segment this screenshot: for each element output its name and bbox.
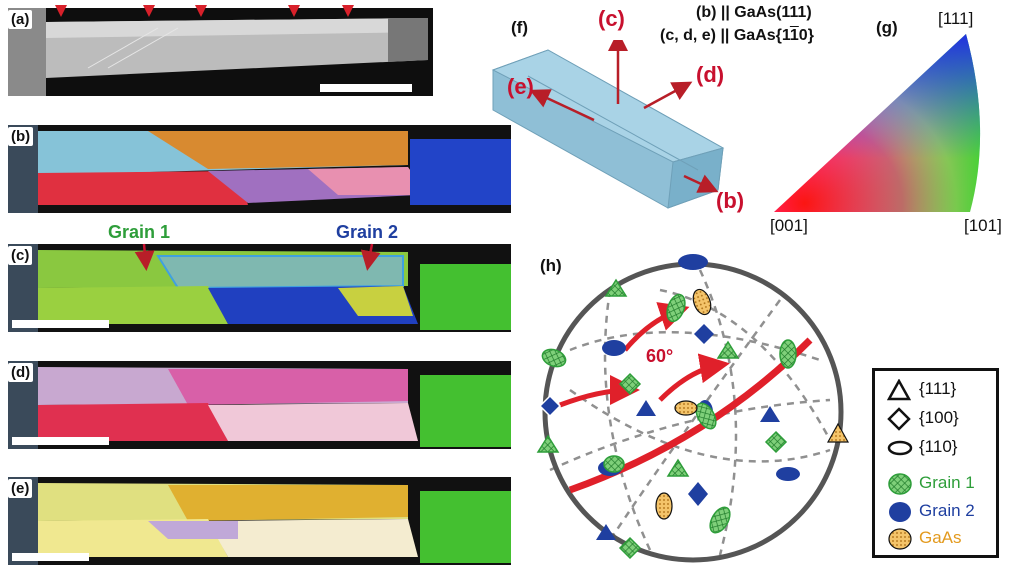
gaas-poles xyxy=(655,288,850,520)
panel-d-ebsd-map: (d) xyxy=(8,361,511,449)
legend-item-grain-1: Grain 1 xyxy=(875,471,995,495)
panel-a-markers xyxy=(55,5,354,17)
marker-icon xyxy=(143,5,155,17)
nanowire-3d-diagram xyxy=(491,40,725,209)
orange-dotted-circle-icon xyxy=(888,528,912,550)
panel-b-label: (b) xyxy=(8,127,34,146)
ipf-corner-101: [101] xyxy=(964,216,1002,235)
legend-item-111: {111} xyxy=(875,377,995,401)
scale-bar xyxy=(12,320,109,328)
blue-circle-icon xyxy=(889,502,911,522)
relation-line-1: (b) || GaAs(111) xyxy=(696,4,812,21)
grain-2-label: Grain 2 xyxy=(336,222,399,242)
panel-c-label: (c) xyxy=(8,246,33,265)
triangle-outline-icon xyxy=(887,379,911,401)
pole-figure-legend: {111} {100} {110} Grain 1 Grain 2 GaAs xyxy=(872,368,999,558)
panel-e-label: (e) xyxy=(8,479,33,498)
scale-bar xyxy=(12,437,109,445)
panel-f-label: (f) xyxy=(511,18,528,37)
axis-c-label: (c) xyxy=(598,6,625,31)
panel-b-ebsd-map: (b) xyxy=(8,125,511,213)
panel-g-label: (g) xyxy=(876,18,898,37)
ipf-corner-111: [111] xyxy=(938,9,974,28)
rotation-arrow xyxy=(658,353,730,402)
panel-h-label: (h) xyxy=(540,256,562,275)
scale-bar xyxy=(12,553,89,561)
axis-d-label: (d) xyxy=(696,62,725,87)
grain-arrows xyxy=(134,243,381,271)
panel-e-ebsd-map: (e) xyxy=(8,477,511,565)
rotation-arrow xyxy=(559,375,640,408)
marker-icon xyxy=(195,5,207,17)
legend-item-100: {100} xyxy=(875,406,995,431)
legend-item-grain-2: Grain 2 xyxy=(875,499,995,523)
panel-d-label: (d) xyxy=(8,363,34,382)
nanowire-sem xyxy=(8,8,428,96)
stereographic-pole-figure xyxy=(536,254,850,563)
axis-e-label: (e) xyxy=(507,74,534,99)
marker-icon xyxy=(55,5,67,17)
panel-a-label: (a) xyxy=(8,10,33,29)
marker-icon xyxy=(342,5,354,17)
green-hatched-circle-icon xyxy=(888,473,912,495)
ipf-corner-001: [001] xyxy=(770,216,808,235)
angle-label: 60° xyxy=(646,346,674,366)
ellipse-outline-icon xyxy=(887,440,913,456)
ipf-color-key xyxy=(774,34,981,212)
grain-1-label: Grain 1 xyxy=(108,222,171,242)
grain-1-poles xyxy=(536,278,797,560)
panel-c-ebsd-map: (c) xyxy=(8,244,511,332)
panel-a-sem-image: (a) xyxy=(8,8,433,96)
diamond-outline-icon xyxy=(887,407,911,431)
axis-b-label: (b) xyxy=(716,188,745,213)
legend-item-110: {110} xyxy=(875,435,995,459)
relation-line-2: (c, d, e) || GaAs{110} xyxy=(660,27,814,44)
legend-item-gaas: GaAs xyxy=(875,526,995,550)
marker-icon xyxy=(288,5,300,17)
scale-bar xyxy=(320,84,412,92)
